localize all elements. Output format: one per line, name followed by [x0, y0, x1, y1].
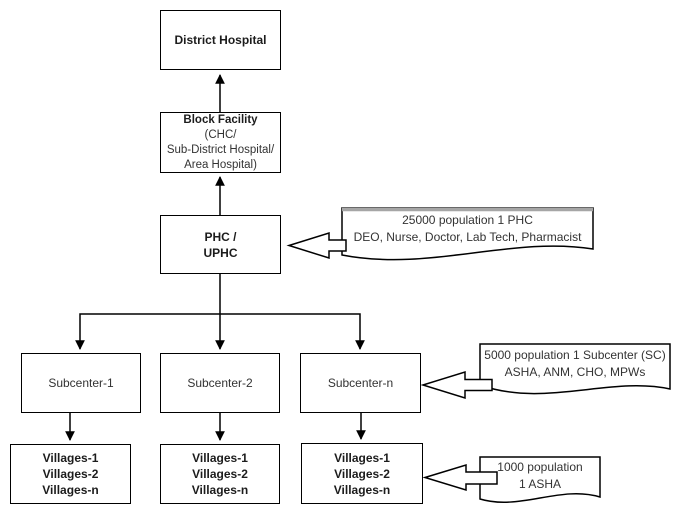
villages-1-line-1: Villages-1: [42, 451, 99, 465]
district-hospital-label: District Hospital: [174, 33, 267, 47]
node-phc-uphc: PHC / UPHC: [160, 215, 281, 274]
subcenter-1-label: Subcenter-1: [48, 376, 114, 390]
callout-phc-note-shape: [341, 207, 594, 261]
villages-2-line-1: Villages-1: [192, 451, 248, 465]
phc-label-line-2: UPHC: [203, 245, 238, 260]
village-note-left-arrow-icon: [422, 463, 498, 492]
village-note-line-1: 1000 population: [497, 460, 583, 474]
callout-village-note-shape: [479, 456, 601, 503]
village-note-line-2: 1 ASHA: [518, 477, 562, 491]
subcenter-note-line-2: ASHA, ANM, CHO, MPWs: [504, 365, 646, 379]
node-subcenter-2: Subcenter-2: [160, 353, 280, 413]
callout-village-note: 1000 population 1 ASHA: [480, 459, 600, 493]
node-district-hospital: District Hospital: [160, 10, 281, 70]
villages-2-line-2: Villages-2: [192, 467, 248, 481]
block-facility-subtitle-1: (CHC/: [204, 128, 237, 141]
phc-label-line-1: PHC /: [204, 229, 237, 244]
callout-phc-note: 25000 population 1 PHC DEO, Nurse, Docto…: [342, 212, 593, 246]
callout-subcenter-note: 5000 population 1 Subcenter (SC) ASHA, A…: [480, 347, 670, 381]
villages-1-line-2: Villages-2: [42, 467, 99, 481]
block-facility-subtitle-3: Area Hospital): [184, 158, 257, 171]
node-subcenter-n: Subcenter-n: [300, 353, 421, 413]
phc-note-line-2: DEO, Nurse, Doctor, Lab Tech, Pharmacist: [353, 230, 582, 244]
villages-n-line-1: Villages-1: [334, 450, 390, 465]
block-facility-title: Block Facility: [183, 113, 258, 126]
node-villages-under-subcenter-2: Villages-1 Villages-2 Villages-n: [160, 444, 280, 504]
block-facility-subtitle-2: Sub-District Hospital/: [166, 143, 275, 156]
connector-phc-to-subcenter-1: [75, 313, 220, 350]
subcenter-note-line-1: 5000 population 1 Subcenter (SC): [484, 348, 666, 362]
callout-subcenter-note-shape: [479, 343, 671, 395]
subcenter-n-label: Subcenter-n: [327, 376, 394, 390]
phc-note-left-arrow-icon: [286, 231, 347, 260]
node-subcenter-1: Subcenter-1: [21, 353, 141, 413]
villages-n-line-3: Villages-n: [333, 482, 391, 497]
connector-phc-to-subcenter-n: [220, 313, 365, 350]
villages-n-line-2: Villages-2: [334, 466, 390, 481]
phc-note-line-1: 25000 population 1 PHC: [402, 213, 533, 227]
subcenter-2-label: Subcenter-2: [187, 376, 253, 390]
subcenter-note-left-arrow-icon: [420, 370, 493, 400]
node-villages-under-subcenter-1: Villages-1 Villages-2 Villages-n: [10, 444, 131, 504]
node-villages-under-subcenter-n: Villages-1 Villages-2 Villages-n: [301, 443, 423, 504]
node-block-facility: Block Facility (CHC/ Sub-District Hospit…: [160, 112, 281, 173]
villages-1-line-3: Villages-n: [42, 483, 99, 497]
villages-2-line-3: Villages-n: [191, 483, 249, 497]
